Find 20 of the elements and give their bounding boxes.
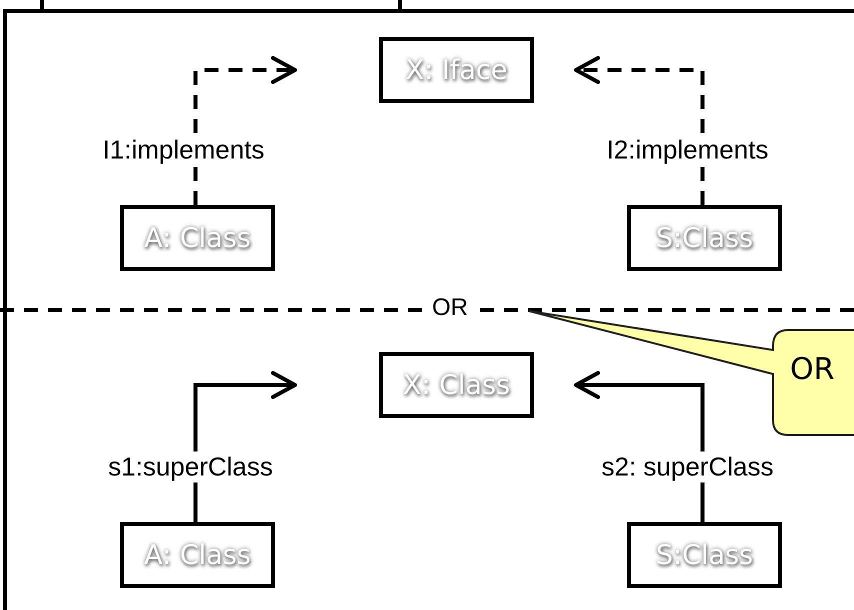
callout-text: OR xyxy=(790,352,834,387)
class-name: X: Class xyxy=(402,370,510,400)
class-box xyxy=(379,37,534,103)
class-name: A: Class xyxy=(144,540,251,570)
class-box xyxy=(627,522,782,588)
arrow xyxy=(194,371,297,522)
class-name: A: Class xyxy=(144,222,251,254)
class-name: X: Iface xyxy=(406,54,508,86)
class-box xyxy=(120,522,275,588)
arrow xyxy=(194,56,297,205)
edge-label: s2: superClass xyxy=(600,452,776,482)
class-name: S:Class xyxy=(656,540,754,570)
arrow xyxy=(574,371,704,522)
class-box xyxy=(120,205,275,271)
callout-note xyxy=(528,310,854,436)
class-name: S:Class xyxy=(656,222,754,254)
edge-label: s1:superClass xyxy=(106,452,275,482)
class-box xyxy=(627,205,782,271)
class-box xyxy=(379,352,534,418)
arrow xyxy=(574,56,704,205)
